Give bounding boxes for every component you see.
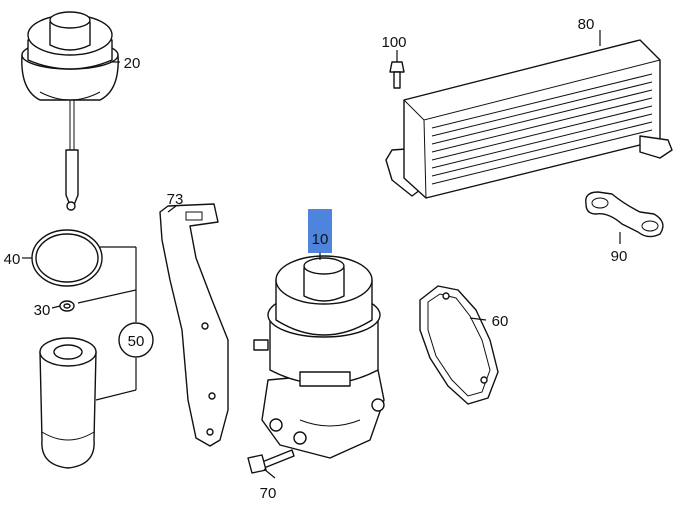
callout-100[interactable]: 100 bbox=[381, 34, 406, 51]
part-80-oil-cooler[interactable] bbox=[385, 30, 673, 199]
callout-40[interactable]: 40 bbox=[4, 251, 21, 268]
callout-60[interactable]: 60 bbox=[492, 313, 509, 330]
callout-30[interactable]: 30 bbox=[34, 302, 51, 319]
part-10-filter-housing[interactable] bbox=[253, 255, 385, 459]
callout-80[interactable]: 80 bbox=[578, 16, 595, 33]
callout-20[interactable]: 20 bbox=[124, 55, 141, 72]
callout-50[interactable]: 50 bbox=[128, 333, 145, 350]
part-60-gasket[interactable] bbox=[419, 285, 499, 405]
part-50-filter-element[interactable] bbox=[39, 337, 97, 469]
group-bracket-50 bbox=[77, 246, 154, 401]
callout-90[interactable]: 90 bbox=[611, 248, 628, 265]
part-73-bracket[interactable] bbox=[159, 203, 229, 447]
part-70-bolt[interactable] bbox=[247, 449, 295, 479]
leader-30 bbox=[51, 305, 61, 309]
part-90-seal[interactable] bbox=[585, 191, 664, 244]
highlight-box-10 bbox=[308, 209, 332, 253]
part-100-screw[interactable] bbox=[389, 50, 405, 89]
part-30-seal[interactable] bbox=[59, 300, 75, 312]
callout-70[interactable]: 70 bbox=[260, 485, 277, 502]
part-20-filter-cap[interactable] bbox=[21, 11, 119, 211]
callout-73[interactable]: 73 bbox=[167, 191, 184, 208]
part-40-o-ring[interactable] bbox=[31, 229, 103, 287]
callout-10[interactable]: 10 bbox=[312, 231, 329, 248]
leader-73 bbox=[167, 205, 177, 213]
